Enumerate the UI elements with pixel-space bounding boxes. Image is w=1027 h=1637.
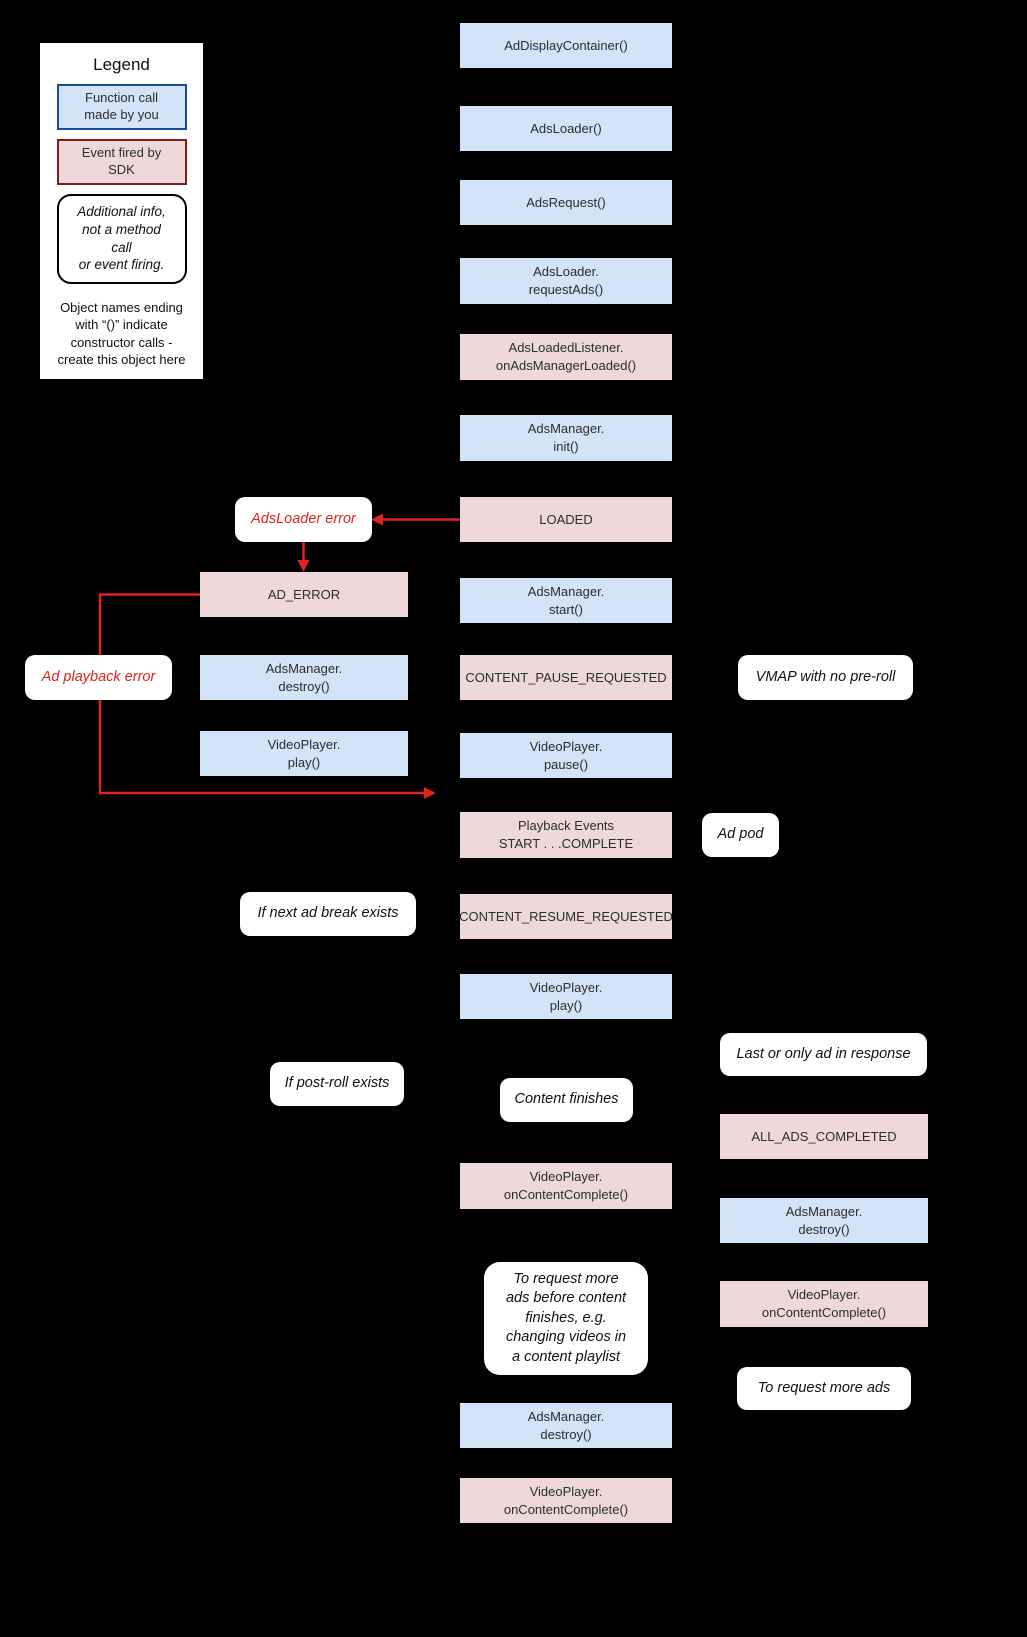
note-request-more-ads-before-content-finishes: To request more ads before content finis… xyxy=(484,1262,648,1375)
node-on-content-complete-2: VideoPlayer. onContentComplete() xyxy=(460,1478,672,1523)
node-ads-loader: AdsLoader() xyxy=(460,106,672,151)
node-ads-loader-request-ads: AdsLoader. requestAds() xyxy=(460,258,672,304)
note-vmap-no-preroll: VMAP with no pre-roll xyxy=(738,655,913,700)
arrowhead-left xyxy=(371,513,383,526)
note-if-next-ad-break-exists: If next ad break exists xyxy=(240,892,416,936)
note-ad-playback-error: Ad playback error xyxy=(25,655,172,700)
node-loaded-event: LOADED xyxy=(460,497,672,542)
node-ads-manager-start: AdsManager. start() xyxy=(460,578,672,623)
node-on-content-complete: VideoPlayer. onContentComplete() xyxy=(460,1163,672,1209)
legend-note: Object names ending with “()” indicate c… xyxy=(57,299,186,368)
node-ad-display-container: AdDisplayContainer() xyxy=(460,23,672,68)
note-adsloader-error: AdsLoader error xyxy=(235,497,372,542)
node-ads-manager-destroy-error: AdsManager. destroy() xyxy=(200,655,408,700)
note-ad-pod: Ad pod xyxy=(702,813,779,857)
legend-function-call-sample: Function call made by you xyxy=(56,84,187,130)
node-content-resume-requested: CONTENT_RESUME_REQUESTED xyxy=(459,894,673,939)
node-ads-manager-init: AdsManager. init() xyxy=(460,415,672,461)
note-if-post-roll-exists: If post-roll exists xyxy=(270,1062,404,1106)
node-ad-error: AD_ERROR xyxy=(200,572,408,617)
legend-additional-info-sample: Additional info, not a method call or ev… xyxy=(56,193,187,284)
arrowhead-down xyxy=(297,560,310,572)
node-all-ads-completed: ALL_ADS_COMPLETED xyxy=(720,1114,928,1159)
node-playback-events: Playback Events START . . .COMPLETE xyxy=(460,812,672,858)
legend-panel: Legend Function call made by you Event f… xyxy=(40,43,203,379)
legend-event-sample: Event fired by SDK xyxy=(56,138,187,185)
node-content-pause-requested: CONTENT_PAUSE_REQUESTED xyxy=(460,655,672,700)
node-video-player-play: VideoPlayer. play() xyxy=(460,974,672,1019)
note-last-or-only-ad: Last or only ad in response xyxy=(720,1033,927,1076)
node-ads-manager-destroy-right: AdsManager. destroy() xyxy=(720,1198,928,1243)
node-on-ads-manager-loaded: AdsLoadedListener. onAdsManagerLoaded() xyxy=(460,334,672,380)
node-video-player-pause: VideoPlayer. pause() xyxy=(460,733,672,778)
node-ads-request: AdsRequest() xyxy=(460,180,672,225)
node-video-player-play-error: VideoPlayer. play() xyxy=(200,731,408,776)
note-content-finishes: Content finishes xyxy=(500,1078,633,1122)
arrowhead-right xyxy=(424,787,436,799)
node-on-content-complete-right: VideoPlayer. onContentComplete() xyxy=(720,1281,928,1327)
node-ads-manager-destroy: AdsManager. destroy() xyxy=(460,1403,672,1448)
note-to-request-more-ads: To request more ads xyxy=(737,1367,911,1410)
legend-title: Legend xyxy=(93,55,150,74)
